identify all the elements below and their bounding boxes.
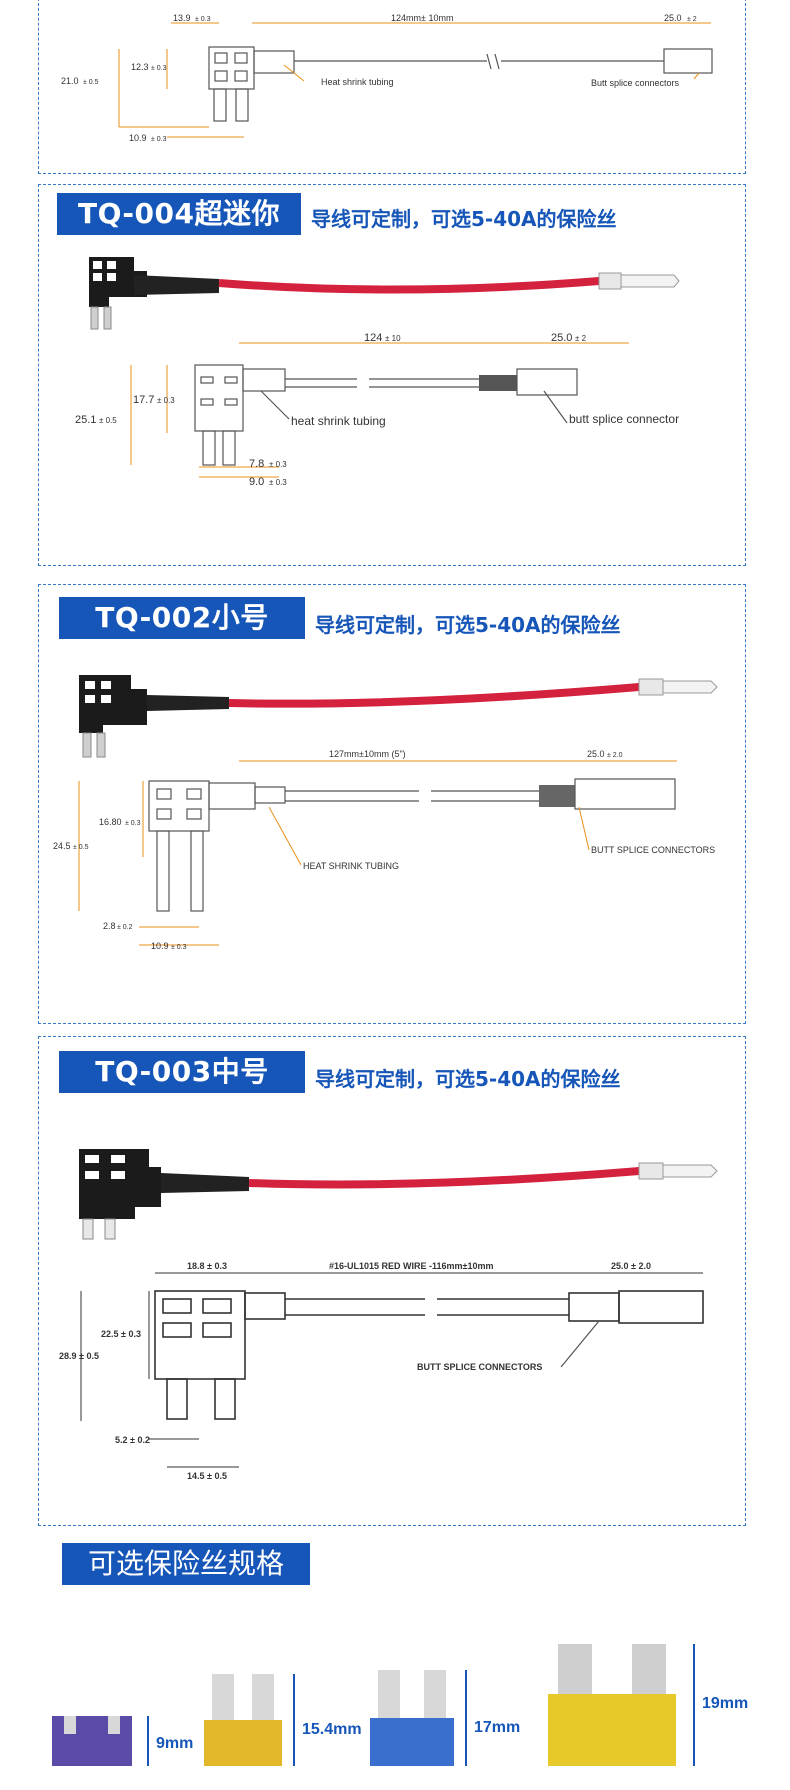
svg-text:heat shrink tubing: heat shrink tubing — [291, 414, 386, 428]
svg-text:18.8 ± 0.3: 18.8 ± 0.3 — [187, 1261, 227, 1271]
svg-text:± 0.3: ± 0.3 — [269, 478, 287, 487]
svg-text:16.80: 16.80 — [99, 817, 122, 827]
svg-text:22.5 ± 0.3: 22.5 ± 0.3 — [101, 1329, 141, 1339]
fuse-15-4mm: 15.4mm — [204, 1674, 362, 1766]
svg-text:5.2 ± 0.2: 5.2 ± 0.2 — [115, 1435, 150, 1445]
svg-text:Heat shrink tubing: Heat shrink tubing — [321, 77, 394, 87]
svg-text:± 2.0: ± 2.0 — [607, 752, 623, 759]
svg-text:2.8: 2.8 — [103, 921, 116, 931]
svg-text:17.7: 17.7 — [133, 394, 154, 406]
svg-text:127mm±10mm (5"): 127mm±10mm (5") — [329, 749, 406, 759]
tq002-drawing: 127mm±10mm (5") 25.0 ± 2.0 24.5 ± 0.5 16… — [53, 675, 718, 951]
section-subtitle: 导线可定制，可选5-40A的保险丝 — [311, 207, 617, 231]
svg-text:#16-UL1015 RED WIRE -116mm±10m: #16-UL1015 RED WIRE -116mm±10mm — [329, 1261, 494, 1271]
svg-text:HEAT SHRINK TUBING: HEAT SHRINK TUBING — [303, 861, 399, 871]
fuse-size-illustration: 9mm 15.4mm 17mm 19mm — [52, 1644, 748, 1766]
svg-text:± 0.3: ± 0.3 — [195, 16, 211, 23]
svg-text:25.0: 25.0 — [664, 13, 682, 23]
product-photo — [79, 1149, 718, 1240]
fuse-section-title: 可选保险丝规格 — [62, 1543, 310, 1585]
section-title: TQ-002小号 — [59, 597, 305, 639]
fuse-17mm: 17mm — [370, 1670, 520, 1766]
top-technical-drawing: 13.9 ± 0.3 124mm± 10mm 25.0 ± 2 21.0 ± 0… — [61, 13, 713, 143]
svg-text:± 0.3: ± 0.3 — [151, 136, 167, 143]
product-photo — [89, 257, 680, 330]
fuse-9mm: 9mm — [52, 1716, 193, 1766]
svg-text:14.5 ± 0.5: 14.5 ± 0.5 — [187, 1471, 227, 1481]
svg-text:± 0.5: ± 0.5 — [73, 844, 89, 851]
top-drawing-panel: 13.9 ± 0.3 124mm± 10mm 25.0 ± 2 21.0 ± 0… — [38, 0, 746, 174]
svg-text:± 0.3: ± 0.3 — [269, 460, 287, 469]
svg-text:25.0: 25.0 — [551, 332, 572, 344]
section-subtitle: 导线可定制，可选5-40A的保险丝 — [315, 613, 621, 637]
svg-text:25.0: 25.0 — [587, 749, 605, 759]
svg-text:BUTT SPLICE CONNECTORS: BUTT SPLICE CONNECTORS — [417, 1362, 542, 1372]
section-tq003: TQ-003中号 导线可定制，可选5-40A的保险丝 18.8 ± 0.3 #1… — [38, 1036, 746, 1526]
svg-text:± 2: ± 2 — [687, 16, 697, 23]
svg-text:19mm: 19mm — [702, 1695, 748, 1712]
tq004-drawing: 124 ± 10 25.0 ± 2 25.1 ± 0.5 17.7 ± 0.3 … — [75, 257, 680, 488]
svg-text:13.9: 13.9 — [173, 13, 191, 23]
svg-text:25.1: 25.1 — [75, 414, 96, 426]
svg-text:± 0.3: ± 0.3 — [157, 396, 175, 405]
svg-text:± 0.2: ± 0.2 — [117, 924, 133, 931]
svg-text:124: 124 — [364, 332, 382, 344]
svg-text:15.4mm: 15.4mm — [302, 1721, 362, 1738]
svg-text:17mm: 17mm — [474, 1719, 520, 1736]
svg-text:7.8: 7.8 — [249, 458, 264, 470]
section-tq002: TQ-002小号 导线可定制，可选5-40A的保险丝 127mm±10mm (5… — [38, 584, 746, 1024]
svg-text:± 0.3: ± 0.3 — [171, 944, 187, 951]
svg-text:21.0: 21.0 — [61, 76, 79, 86]
svg-text:± 0.5: ± 0.5 — [99, 416, 117, 425]
svg-text:25.0 ± 2.0: 25.0 ± 2.0 — [611, 1261, 651, 1271]
product-photo — [79, 675, 718, 758]
tq003-drawing: 18.8 ± 0.3 #16-UL1015 RED WIRE -116mm±10… — [59, 1149, 718, 1481]
svg-text:BUTT SPLICE CONNECTORS: BUTT SPLICE CONNECTORS — [591, 845, 715, 855]
svg-text:24.5: 24.5 — [53, 841, 71, 851]
section-subtitle: 导线可定制，可选5-40A的保险丝 — [315, 1067, 621, 1091]
svg-text:12.3: 12.3 — [131, 62, 149, 72]
section-title: TQ-003中号 — [59, 1051, 305, 1093]
svg-text:9.0: 9.0 — [249, 476, 264, 488]
svg-text:± 0.3: ± 0.3 — [125, 820, 141, 827]
section-title: TQ-004超迷你 — [57, 193, 301, 235]
svg-text:10.9: 10.9 — [129, 133, 147, 143]
svg-text:124mm± 10mm: 124mm± 10mm — [391, 13, 453, 23]
svg-text:butt splice connector: butt splice connector — [569, 412, 679, 426]
svg-text:28.9 ± 0.5: 28.9 ± 0.5 — [59, 1351, 99, 1361]
section-tq004: TQ-004超迷你 导线可定制，可选5-40A的保险丝 124 ± 10 25.… — [38, 184, 746, 566]
svg-text:Butt splice connectors: Butt splice connectors — [591, 78, 680, 88]
svg-text:± 2: ± 2 — [575, 334, 587, 343]
svg-text:± 0.3: ± 0.3 — [151, 65, 167, 72]
svg-text:± 10: ± 10 — [385, 334, 401, 343]
svg-text:9mm: 9mm — [156, 1735, 193, 1752]
svg-text:10.9: 10.9 — [151, 941, 169, 951]
svg-text:± 0.5: ± 0.5 — [83, 79, 99, 86]
fuse-19mm: 19mm — [548, 1644, 748, 1766]
